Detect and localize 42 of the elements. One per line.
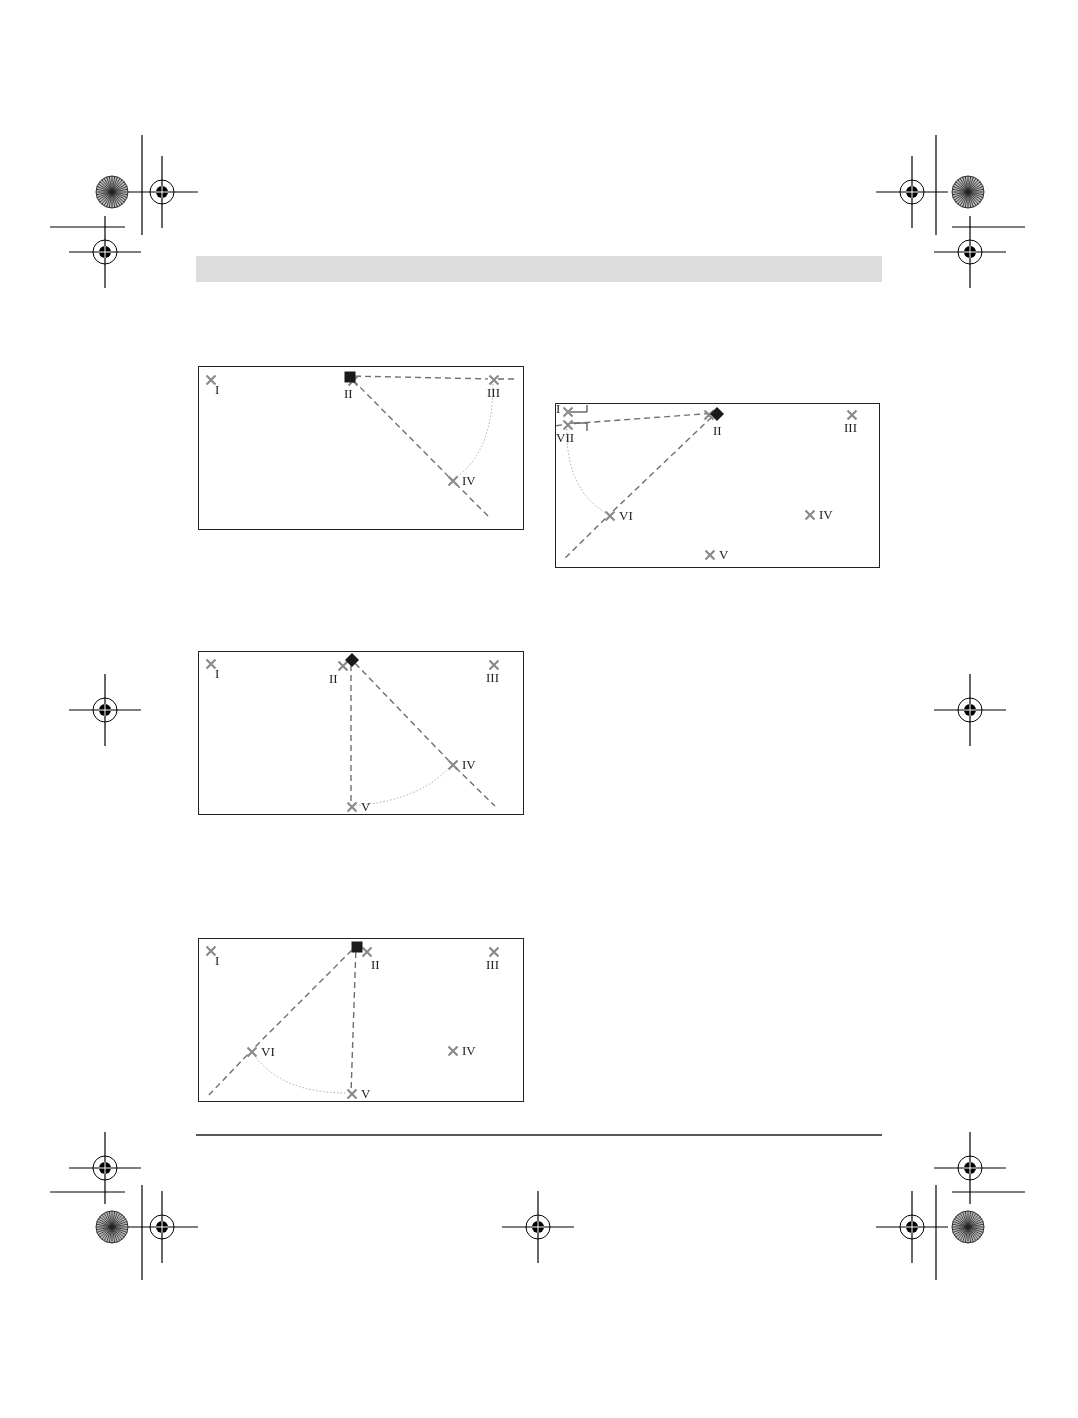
laser-beam-line bbox=[350, 664, 352, 802]
arc-line bbox=[355, 767, 450, 807]
laser-beam-line bbox=[207, 1053, 249, 1097]
laser-beam-line bbox=[354, 375, 489, 380]
point-label: V bbox=[719, 548, 729, 561]
point-label: IV bbox=[819, 508, 833, 521]
point-label: VII bbox=[556, 431, 575, 444]
arc-line bbox=[253, 1054, 347, 1094]
laser-beam-line bbox=[350, 951, 357, 1089]
point-label: III bbox=[486, 671, 499, 684]
point-label: III bbox=[486, 958, 499, 971]
point-label: I bbox=[215, 954, 220, 967]
arc-line bbox=[455, 383, 494, 478]
laser-beam-line bbox=[562, 517, 607, 561]
point-label: IV bbox=[462, 1044, 476, 1057]
arc-line bbox=[566, 428, 606, 513]
point-label: II bbox=[344, 387, 353, 400]
laser-beam-line bbox=[554, 424, 563, 427]
point-label: VI bbox=[619, 509, 633, 522]
diagram-panel bbox=[198, 651, 524, 815]
point-label: II bbox=[371, 958, 380, 971]
diagram-panel bbox=[555, 403, 880, 568]
point-label: I bbox=[215, 383, 220, 396]
laser-beam-line bbox=[497, 378, 517, 380]
point-label: I bbox=[556, 402, 561, 415]
point-label: V bbox=[361, 1087, 371, 1100]
point-label: III bbox=[487, 386, 500, 399]
point-label: I bbox=[215, 667, 220, 680]
diagram-panel bbox=[198, 938, 524, 1102]
point-label: III bbox=[844, 421, 857, 434]
point-label: II bbox=[713, 424, 722, 437]
diagram-panel bbox=[198, 366, 524, 530]
point-label: IV bbox=[462, 758, 476, 771]
point-label: VI bbox=[261, 1045, 275, 1058]
point-label: IV bbox=[462, 474, 476, 487]
laser-beam-line bbox=[354, 662, 450, 762]
laser-beam-line bbox=[454, 766, 496, 807]
point-label: V bbox=[361, 800, 371, 813]
laser-beam-line bbox=[454, 482, 490, 518]
point-label: II bbox=[329, 672, 338, 685]
laser-beam-line bbox=[253, 949, 353, 1049]
laser-beam-line bbox=[611, 416, 713, 513]
